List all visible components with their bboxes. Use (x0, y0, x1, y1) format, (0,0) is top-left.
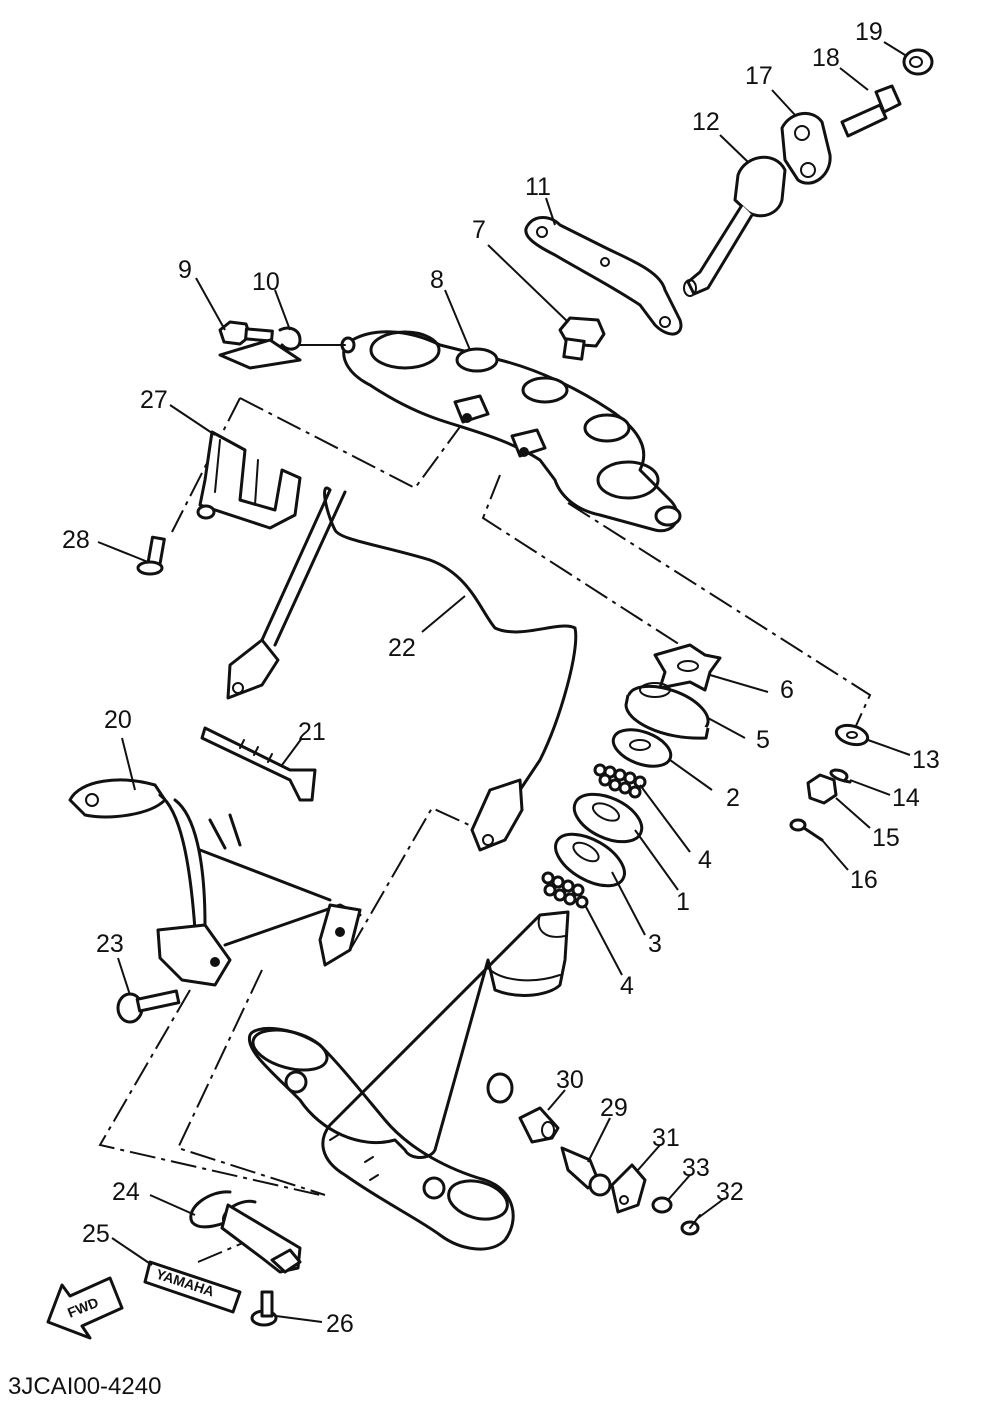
cotter-pin-16[interactable] (789, 818, 824, 842)
callout-12: 12 (692, 108, 720, 136)
callout-6: 6 (780, 676, 794, 704)
callout-21: 21 (298, 718, 326, 746)
callout-32: 32 (716, 1178, 744, 1206)
stay-20[interactable] (68, 778, 362, 987)
callout-10: 10 (252, 268, 280, 296)
callouts: 19 18 17 12 11 7 8 9 10 27 28 22 21 20 2… (62, 18, 940, 1338)
ring-nut-5[interactable] (622, 677, 715, 743)
callout-5: 5 (756, 726, 770, 754)
callout-9: 9 (178, 256, 192, 284)
dust-seal-2[interactable] (608, 723, 675, 774)
lock-assembly-29[interactable] (560, 1146, 612, 1197)
handlebar-12[interactable] (683, 155, 787, 297)
screw-26[interactable] (250, 1290, 278, 1327)
callout-24: 24 (112, 1178, 140, 1206)
bolt-7[interactable] (558, 316, 606, 361)
emblem-bracket[interactable] (220, 1203, 302, 1274)
callout-8: 8 (430, 266, 444, 294)
callout-26: 26 (326, 1310, 354, 1338)
cable-22[interactable] (226, 486, 578, 852)
callout-13: 13 (912, 746, 940, 774)
callout-25: 25 (82, 1220, 110, 1248)
bolt-23[interactable] (116, 989, 181, 1024)
holder-cap-17[interactable] (780, 112, 832, 185)
callout-28: 28 (62, 526, 90, 554)
bearing-race-1[interactable] (567, 785, 649, 852)
callout-22: 22 (388, 634, 416, 662)
cover-31[interactable] (610, 1163, 647, 1214)
lock-washer-14[interactable] (829, 768, 852, 784)
bolt-28[interactable] (136, 535, 166, 576)
fwd-arrow-icon: FWD (46, 1276, 124, 1340)
diagram-code: 3JCAI00-4240 (8, 1373, 161, 1400)
callout-11: 11 (525, 173, 551, 201)
callout-7: 7 (472, 216, 486, 244)
callout-27: 27 (140, 386, 168, 414)
callout-31: 31 (652, 1124, 680, 1152)
cap-19[interactable] (902, 48, 934, 76)
washer-33[interactable] (651, 1196, 673, 1214)
bearing-race-3[interactable] (547, 824, 633, 897)
callout-15: 15 (872, 824, 900, 852)
callout-23: 23 (96, 930, 124, 958)
upper-bracket[interactable] (340, 330, 682, 533)
bracket-27[interactable] (196, 430, 302, 530)
callout-29: 29 (600, 1094, 628, 1122)
callout-20: 20 (104, 706, 132, 734)
emblem-25[interactable]: YAMAHA (143, 1260, 242, 1314)
ball-set-4b[interactable] (541, 871, 589, 909)
callout-1: 1 (676, 888, 690, 916)
callout-17: 17 (745, 62, 773, 90)
lock-washer-6[interactable] (653, 643, 722, 692)
callout-19: 19 (855, 18, 883, 46)
bracket-11[interactable] (524, 216, 683, 336)
callout-33: 33 (682, 1154, 710, 1182)
under-bracket[interactable] (247, 910, 570, 1251)
callout-3: 3 (648, 930, 662, 958)
callout-14: 14 (892, 784, 920, 812)
cable-band-21[interactable] (200, 726, 317, 802)
callout-18: 18 (812, 44, 840, 72)
callout-30: 30 (556, 1066, 584, 1094)
washer-13[interactable] (834, 722, 870, 748)
nut-15[interactable] (806, 773, 838, 805)
ball-set-4a[interactable] (593, 763, 647, 799)
callout-4b: 4 (620, 972, 634, 1000)
callout-16: 16 (850, 866, 878, 894)
callout-4a: 4 (698, 846, 712, 874)
screw-32[interactable] (680, 1214, 701, 1236)
leader-lines (97, 41, 911, 1323)
bolt-9[interactable] (218, 320, 274, 346)
steering-lock-30[interactable] (518, 1106, 560, 1144)
bolt-18[interactable] (840, 84, 902, 138)
callout-2: 2 (726, 784, 740, 812)
